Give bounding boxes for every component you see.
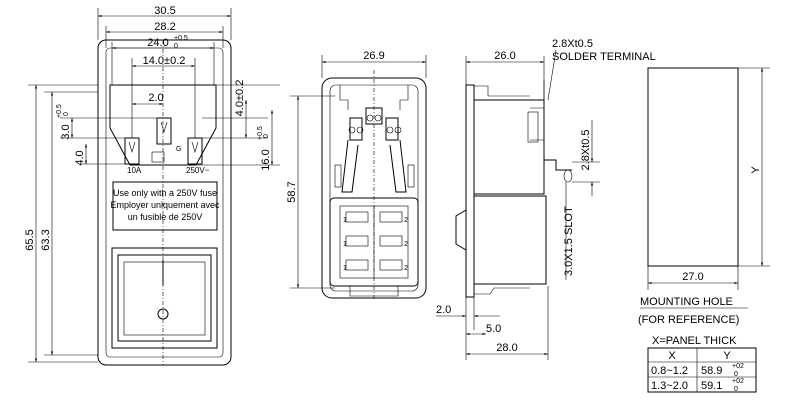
dim-58-7: 58.7 — [286, 181, 298, 202]
panel-table-row1-y: 58.9 — [701, 365, 722, 377]
dim-2-0-panel: 2.0 — [436, 304, 451, 316]
terminal-label-1b: 1 — [343, 241, 347, 248]
fuse-line-1: Use only with a 250V fuse — [113, 188, 217, 198]
terminal-label-2c: 2 — [404, 265, 408, 272]
dim-24-0: 24.0 — [147, 37, 168, 49]
panel-table-row2-tol-plus: +02 — [732, 378, 744, 385]
panel-table-row1-x: 0.8~1.2 — [651, 365, 688, 377]
dim-2-0: 2.0 — [148, 92, 163, 104]
panel-table-row1-tol-zero: 0 — [734, 371, 738, 378]
dim-4-0-right: 4.0±0.2 — [234, 80, 246, 117]
panel-table-row2-y: 59.1 — [701, 380, 722, 392]
dim-26-9: 26.9 — [363, 50, 384, 62]
slot-label: 3.0X1.5 SLOT — [563, 206, 575, 276]
dim-terminal-thickness: 2.8Xt0.5 — [552, 38, 593, 50]
fuse-line-3: un fusible de 250V — [128, 212, 203, 222]
side-switch-body — [473, 195, 547, 285]
switch-bezel — [111, 247, 218, 349]
side-view: 26.0 2.8Xt0.5 SOLDER TERMINAL 2.8Xt0.5 3… — [436, 38, 656, 360]
ground-label: G — [176, 146, 181, 153]
fuse-line-2: Employer uniquement avec — [110, 200, 220, 210]
dim-14-0: 14.0±0.2 — [143, 55, 186, 67]
terminal-label-2a: 2 — [404, 217, 408, 224]
dim-3-tol-plus: +0.5 — [56, 104, 63, 118]
terminal-label-2b: 2 — [404, 241, 408, 248]
rear-terminal-right — [385, 117, 399, 141]
dim-16-tol-zero: 0 — [263, 134, 270, 138]
side-rocker-profile — [455, 209, 467, 251]
rear-switch-module — [329, 197, 419, 287]
mounting-hole-subtitle: (FOR REFERENCE) — [638, 314, 739, 326]
front-view: 10A 250V~ G Use only with a 250V fuse Em… — [24, 5, 280, 366]
panel-table-row2-tol-zero: 0 — [734, 386, 738, 393]
side-flange — [465, 84, 475, 298]
panel-table-row2-x: 1.3~2.0 — [651, 380, 688, 392]
dim-3-tol-zero: 0 — [63, 112, 70, 116]
fuse-label-box — [112, 181, 218, 231]
mounting-hole-outline — [647, 67, 739, 267]
ground-symbol — [151, 151, 165, 163]
rear-view: 1 2 1 2 1 2 26.9 58.7 — [286, 50, 427, 300]
switch-rocker — [117, 254, 212, 342]
panel-table-title: X=PANEL THICK — [652, 335, 737, 347]
terminal-label-1c: 1 — [343, 265, 347, 272]
dim-16-0: 16.0 — [260, 149, 272, 170]
mounting-hole-title: MOUNTING HOLE — [640, 296, 733, 308]
dim-24-tol-zero: 0 — [174, 43, 178, 50]
dim-3-0: 3.0 — [60, 124, 72, 139]
dim-terminal-width: 2.8Xt0.5 — [580, 130, 592, 171]
panel-table-row1-tol-plus: +02 — [732, 363, 744, 370]
earth-pin — [156, 117, 172, 145]
panel-table-header-y: Y — [723, 350, 731, 362]
dim-65-5: 65.5 — [24, 229, 36, 250]
solder-terminal-label: SOLDER TERMINAL — [552, 51, 656, 63]
rear-terminal-left — [349, 117, 363, 141]
panel-table-border — [647, 347, 757, 393]
mounting-hole-view: Y 27.0 MOUNTING HOLE (FOR REFERENCE) — [638, 67, 770, 326]
side-inlet-body — [473, 99, 545, 195]
panel-table-header-x: X — [668, 350, 676, 362]
panel-thick-table: X=PANEL THICK X Y 0.8~1.2 58.9 +02 0 1.3… — [647, 335, 757, 393]
mount-width-dim: 27.0 — [682, 271, 703, 283]
dim-5-0: 5.0 — [486, 323, 501, 335]
dim-30-5: 30.5 — [154, 5, 175, 17]
dim-28-2: 28.2 — [154, 21, 175, 33]
dim-28-0: 28.0 — [496, 342, 517, 354]
switch-off-mark — [157, 308, 169, 320]
front-outer-body — [97, 39, 232, 366]
rating-left: 10A — [127, 166, 142, 175]
dim-24-tol-plus: +0.5 — [174, 35, 188, 42]
dim-16-tol-plus: +0.5 — [257, 126, 264, 140]
rating-right: 250V~ — [186, 166, 210, 175]
mount-y-dim: Y — [750, 166, 762, 174]
terminal-label-1a: 1 — [343, 217, 347, 224]
rear-terminal-earth — [365, 107, 383, 125]
dim-26-0: 26.0 — [494, 50, 515, 62]
dim-4-0-left: 4.0 — [74, 150, 86, 165]
dim-63-3: 63.3 — [40, 229, 52, 250]
side-terminal — [544, 159, 572, 171]
